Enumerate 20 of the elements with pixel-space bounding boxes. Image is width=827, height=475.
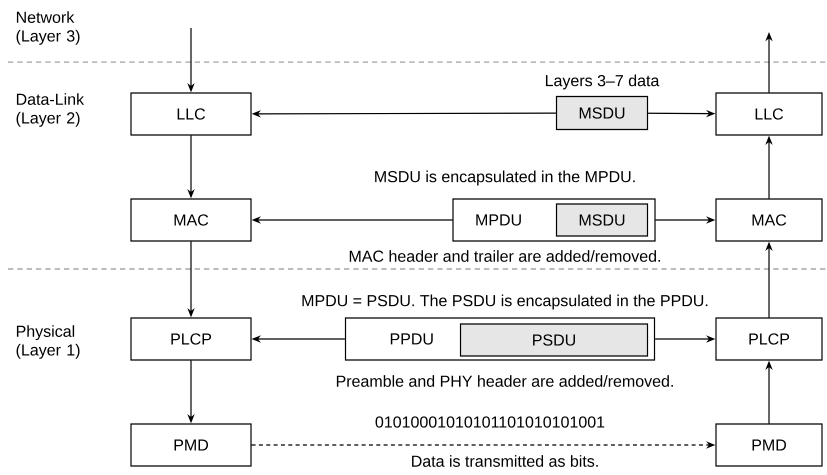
layer-box: PLCP bbox=[715, 317, 823, 361]
layer-label: Data-Link (Layer 2) bbox=[16, 93, 84, 127]
layer-box: PMD bbox=[715, 423, 823, 467]
layer-box: MAC bbox=[130, 198, 252, 242]
layer-label: Network (Layer 3) bbox=[16, 11, 80, 45]
layer-box: LLC bbox=[715, 92, 823, 136]
data-unit-box: MSDU bbox=[556, 203, 648, 237]
data-unit-box: PSDU bbox=[460, 323, 648, 357]
data-unit-box: MSDU bbox=[556, 96, 648, 130]
layer-box: PLCP bbox=[130, 317, 252, 361]
note-text: MSDU is encapsulated in the MPDU. bbox=[375, 170, 635, 186]
layer-box: MAC bbox=[715, 198, 823, 242]
note-text: Preamble and PHY header are added/removed. bbox=[336, 375, 673, 387]
layer-box: PMD bbox=[130, 423, 252, 467]
note-text: Data is transmitted as bits. bbox=[412, 455, 598, 467]
layer-label: Physical (Layer 1) bbox=[16, 325, 80, 359]
caption-text: Layers 3–7 data bbox=[546, 74, 660, 90]
layer-box: LLC bbox=[130, 92, 252, 136]
edge-label: 01010001010101101010101001 bbox=[376, 416, 604, 428]
note-text: MPDU = PSDU. The PSDU is encapsulated in the PPDU. bbox=[302, 294, 708, 310]
